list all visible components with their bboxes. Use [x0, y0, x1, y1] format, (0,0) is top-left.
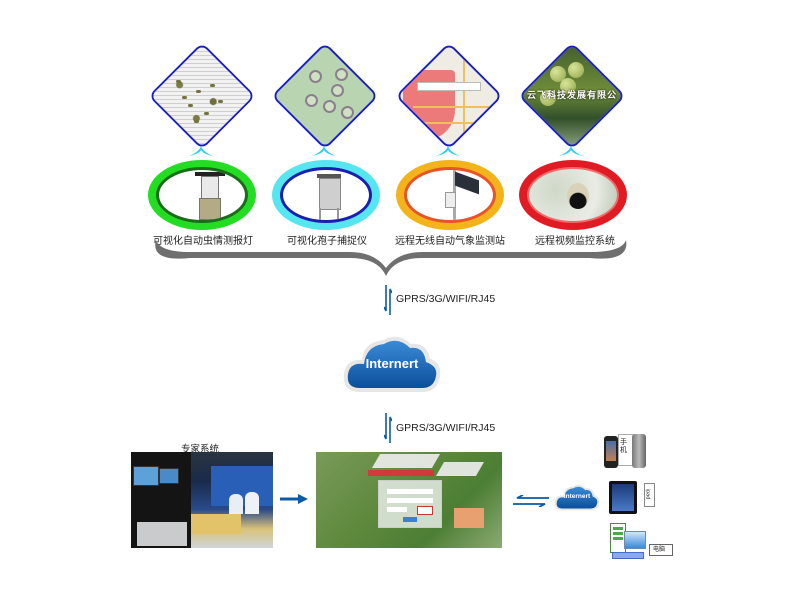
device-spore-trap: [272, 160, 380, 230]
preview-spore-microscope: [271, 42, 379, 150]
arrow-right-icon: [280, 494, 308, 504]
lower-protocol-label: GPRS/3G/WIFI/RJ45: [396, 422, 496, 434]
chevron-up-icon: [189, 146, 213, 156]
company-banner: 云飞科技发展有限公: [526, 91, 617, 101]
internet-cloud-small-icon: [554, 484, 600, 511]
device-label-video-camera: 远程视频监控系统: [535, 236, 615, 247]
chevron-up-icon: [312, 146, 336, 156]
bidirectional-arrow-icon: [513, 495, 549, 507]
expert-system-title: 专家系统: [180, 444, 219, 455]
computer-icon: [610, 523, 650, 559]
bidirectional-arrow-icon: [384, 285, 392, 315]
tablet-label-box: [644, 483, 655, 507]
chevron-up-icon: [559, 146, 583, 156]
preview-orchard-video: 云飞科技发展有限公: [518, 42, 626, 150]
tablet-label: ipad: [644, 488, 651, 500]
phone-icon: [604, 434, 648, 470]
bidirectional-arrow-icon: [384, 413, 392, 443]
preview-weather-map: [395, 42, 503, 150]
computer-label: 电脑: [649, 544, 673, 556]
phone-label: 手机: [620, 438, 627, 454]
device-weather-station: [396, 160, 504, 230]
device-label-weather-station: 远程无线自动气象监测站: [395, 236, 505, 247]
cloud-label: Internert: [365, 356, 419, 371]
device-label-spore-trap: 可视化孢子捕捉仪: [287, 236, 367, 247]
cloud-small-label: Internert: [563, 493, 591, 500]
chevron-up-icon: [436, 146, 460, 156]
grouping-brace: [155, 240, 627, 276]
device-insect-trap: [148, 160, 256, 230]
tablet-icon: [609, 481, 637, 514]
upper-protocol-label: GPRS/3G/WIFI/RJ45: [396, 293, 496, 305]
device-video-camera: [519, 160, 627, 230]
platform-login-screenshot: [316, 452, 502, 548]
internet-cloud-icon: [343, 336, 441, 392]
preview-insect-sample: [148, 42, 256, 150]
expert-system-photo: [131, 452, 273, 548]
device-label-insect-trap: 可视化自动虫情测报灯: [153, 236, 253, 247]
